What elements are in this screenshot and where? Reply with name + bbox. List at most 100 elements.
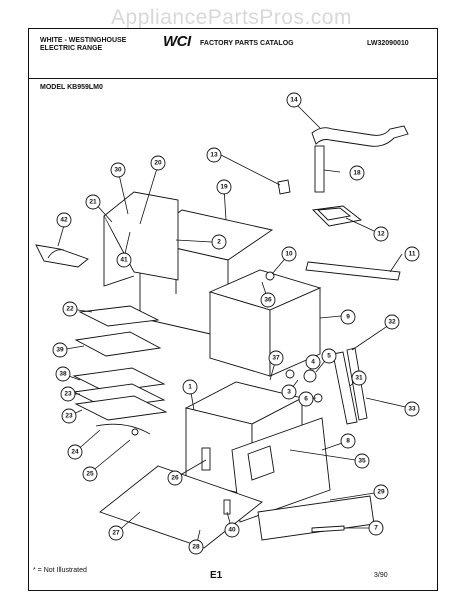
- callout-30: 30: [110, 162, 126, 178]
- model-number: MODEL KB959LM0: [40, 84, 103, 91]
- svg-text:23: 23: [65, 413, 73, 420]
- callout-20: 20: [150, 155, 166, 171]
- callout-3: 3: [281, 384, 297, 400]
- svg-text:6: 6: [304, 396, 308, 403]
- screw-7: [311, 525, 345, 533]
- svg-text:41: 41: [120, 257, 128, 264]
- catalog-code: LW32090010: [367, 40, 409, 47]
- svg-text:3: 3: [287, 389, 291, 396]
- svg-text:23: 23: [64, 391, 72, 398]
- svg-text:30: 30: [114, 167, 122, 174]
- svg-text:25: 25: [86, 471, 94, 478]
- callout-5: 5: [321, 348, 337, 364]
- housing-12: [312, 205, 363, 227]
- svg-text:39: 39: [56, 347, 64, 354]
- svg-text:27: 27: [112, 530, 120, 537]
- callout-14: 14: [286, 92, 302, 108]
- svg-text:32: 32: [388, 319, 396, 326]
- diagram-frame: [28, 28, 438, 591]
- svg-text:20: 20: [154, 160, 162, 167]
- svg-text:5: 5: [327, 353, 331, 360]
- callout-40: 40: [224, 522, 240, 538]
- svg-text:21: 21: [89, 199, 97, 206]
- svg-text:22: 22: [66, 306, 74, 313]
- svg-text:24: 24: [71, 449, 79, 456]
- svg-text:11: 11: [409, 251, 416, 258]
- brand-line-2: ELECTRIC RANGE: [40, 45, 103, 52]
- svg-text:4: 4: [311, 359, 315, 366]
- not-illustrated-note: * = Not Illustrated: [33, 567, 87, 574]
- callout-9: 9: [340, 309, 356, 325]
- callout-8: 8: [340, 433, 356, 449]
- callout-33: 33: [404, 401, 420, 417]
- callout-42: 42: [56, 212, 72, 228]
- callout-38a: 38: [55, 366, 71, 382]
- wci-logo: WCI: [163, 33, 191, 50]
- svg-text:13: 13: [210, 152, 218, 159]
- svg-text:33: 33: [408, 406, 416, 413]
- callout-6: 6: [298, 391, 314, 407]
- header-divider: [28, 78, 438, 79]
- svg-text:28: 28: [192, 544, 200, 551]
- side-panel-21: [103, 191, 179, 287]
- svg-text:18: 18: [353, 170, 361, 177]
- bake-element-24: [95, 423, 151, 436]
- strip-11: [305, 261, 401, 281]
- callout-29: 29: [373, 484, 389, 500]
- svg-text:7: 7: [374, 525, 378, 532]
- upper-oven-liner-9: [208, 269, 322, 377]
- brand-line-1: WHITE - WESTINGHOUSE: [40, 37, 127, 44]
- callout-41: 41: [116, 252, 132, 268]
- callout-10: 10: [281, 246, 297, 262]
- callout-22: 22: [62, 301, 78, 317]
- callout-13: 13: [206, 147, 222, 163]
- door-panel-8: [231, 417, 331, 523]
- callout-26: 26: [167, 470, 183, 486]
- tube-14: [311, 125, 409, 147]
- callout-1: 1: [182, 379, 198, 395]
- svg-text:35: 35: [358, 458, 366, 465]
- catalog-title: FACTORY PARTS CATALOG: [200, 40, 294, 47]
- broil-element-42: [35, 244, 89, 268]
- tube-18: [314, 145, 325, 193]
- callout-32: 32: [384, 314, 400, 330]
- callout-25: 25: [82, 466, 98, 482]
- callout-4: 4: [305, 354, 321, 370]
- svg-text:36: 36: [264, 297, 272, 304]
- svg-text:26: 26: [171, 475, 179, 482]
- svg-text:19: 19: [220, 184, 228, 191]
- bracket-13: [277, 179, 291, 195]
- svg-text:38: 38: [59, 371, 67, 378]
- bottom-panel-27: [99, 465, 263, 549]
- catalog-date: 3/90: [374, 572, 388, 579]
- svg-text:2: 2: [217, 239, 221, 246]
- callout-36: 36: [260, 292, 276, 308]
- svg-text:14: 14: [290, 97, 298, 104]
- oven-racks-22-23: [72, 305, 168, 421]
- callout-23a: 23: [60, 386, 76, 402]
- svg-text:29: 29: [377, 489, 385, 496]
- callout-39: 39: [52, 342, 68, 358]
- callout-37: 37: [268, 350, 284, 366]
- page-number: E1: [210, 570, 223, 581]
- callout-2: 2: [211, 234, 227, 250]
- svg-text:37: 37: [272, 355, 280, 362]
- callout-23b: 23: [61, 408, 77, 424]
- callout-27: 27: [108, 525, 124, 541]
- callout-31: 31: [351, 370, 367, 386]
- callout-11: 11: [404, 246, 420, 262]
- callout-7: 7: [368, 520, 384, 536]
- svg-text:1: 1: [188, 384, 192, 391]
- svg-text:8: 8: [346, 438, 350, 445]
- callout-21: 21: [85, 194, 101, 210]
- callout-12: 12: [373, 226, 389, 242]
- svg-text:12: 12: [377, 231, 385, 238]
- svg-text:40: 40: [228, 527, 236, 534]
- svg-text:42: 42: [60, 217, 68, 224]
- callout-35: 35: [354, 453, 370, 469]
- watermark: AppliancePartsPros.com: [111, 6, 352, 29]
- svg-text:10: 10: [285, 251, 293, 258]
- callout-18: 18: [349, 165, 365, 181]
